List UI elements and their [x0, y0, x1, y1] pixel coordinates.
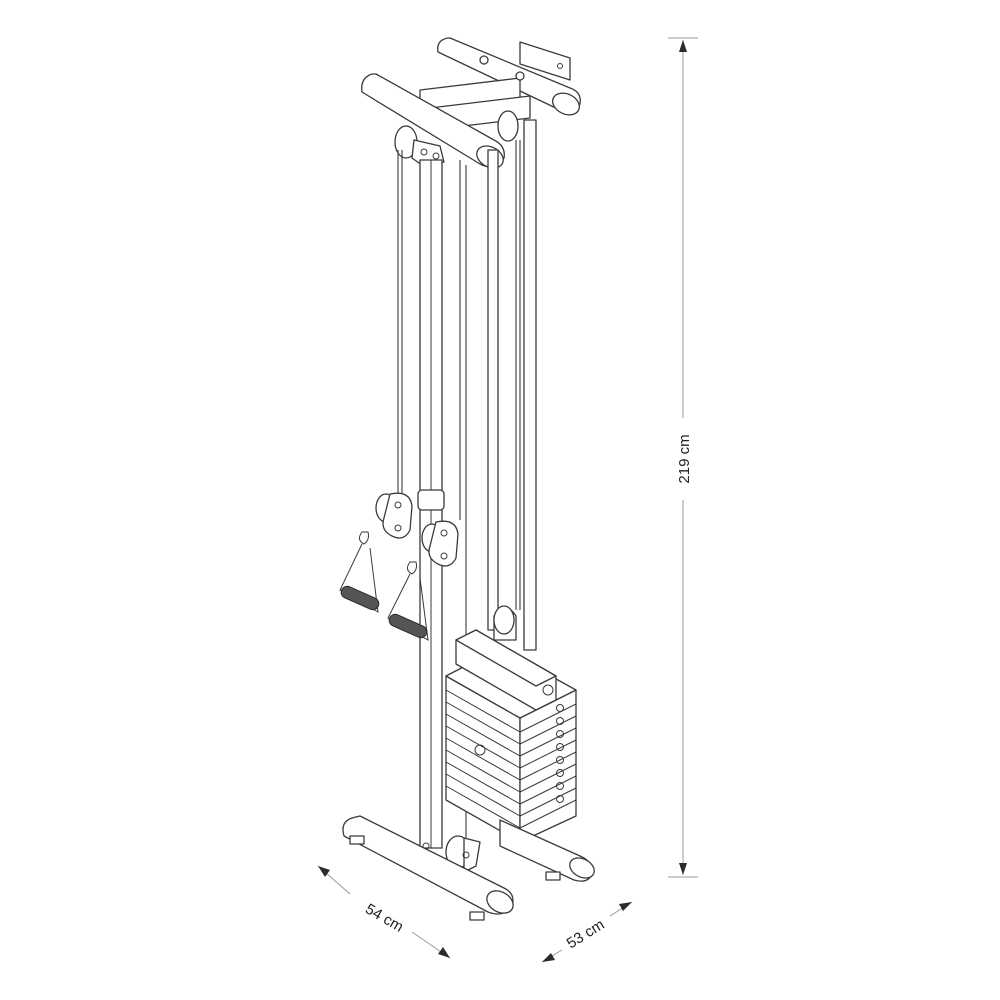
weight-plate-lines — [445, 689, 577, 829]
height-label: 219 cm — [676, 434, 693, 483]
dimension-depth: 53 cm — [541, 901, 633, 963]
selector-holes — [556, 704, 564, 803]
depth-label: 53 cm — [564, 916, 608, 952]
width-label: 54 cm — [362, 901, 406, 936]
stirrup-handles — [339, 531, 429, 641]
dimension-height: 219 cm — [668, 37, 698, 878]
adjustable-pulley-carriages — [375, 489, 459, 567]
bottom-pulley — [422, 835, 481, 873]
top-crossbar-frame — [361, 37, 581, 169]
base-feet — [342, 815, 595, 921]
selector-top-plate — [455, 605, 557, 711]
